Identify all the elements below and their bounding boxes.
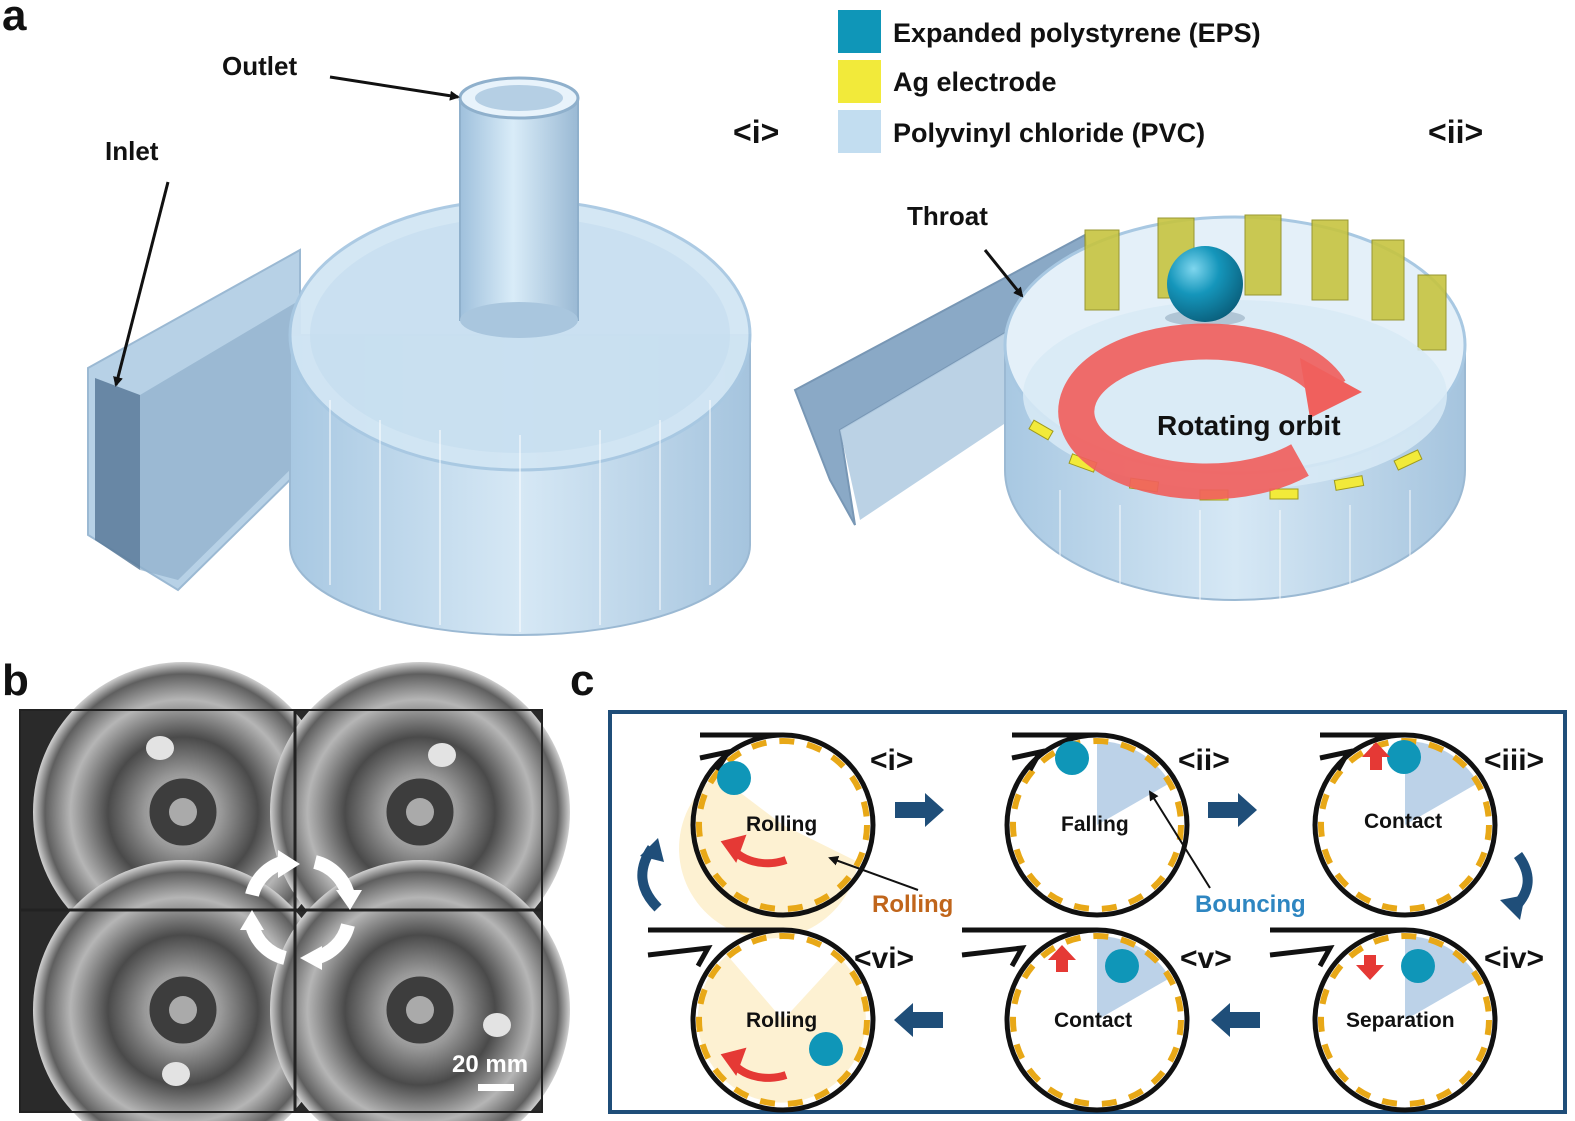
- legend: Expanded polystyrene (EPS) Ag electrode …: [838, 10, 1261, 153]
- step-i-state: Rolling: [746, 813, 817, 836]
- arrow-iv-to-v: [1211, 1003, 1260, 1037]
- arrow-v-to-vi: [894, 1003, 943, 1037]
- eps-particle-4: [483, 1013, 511, 1037]
- panel-label-c: c: [570, 656, 594, 705]
- inlet-opening: [95, 378, 140, 570]
- view-ii-label: <ii>: [1428, 114, 1483, 150]
- separation-arrow-iv: [1356, 955, 1384, 980]
- inlet-arrow: [113, 181, 170, 387]
- panel-label-a: a: [2, 0, 27, 40]
- eps-particle-3: [162, 1062, 190, 1086]
- step-v-state: Contact: [1054, 1009, 1132, 1032]
- cyclone-view-i: [87, 76, 752, 636]
- rotating-orbit-label: Rotating orbit: [1157, 410, 1341, 441]
- eps-ball-step-i: [717, 761, 751, 795]
- cyclone-view-ii: [793, 214, 1467, 601]
- throat-label: Throat: [907, 201, 988, 231]
- legend-item-pvc: Polyvinyl chloride (PVC): [838, 110, 1205, 153]
- eps-ball: [1167, 246, 1243, 322]
- bouncing-pointer: [1148, 790, 1211, 889]
- step-vi-diagram: [647, 927, 876, 1113]
- step-i-tag: <i>: [870, 744, 913, 777]
- step-iii-tag: <iii>: [1484, 744, 1544, 777]
- rotating-orbit-arrow: [1058, 323, 1346, 500]
- ag-electrode-swatch: [838, 60, 881, 103]
- outlet-label: Outlet: [222, 51, 297, 81]
- step-ii-state: Falling: [1061, 813, 1129, 836]
- scale-bar: [478, 1084, 514, 1091]
- outlet-tube: [459, 97, 579, 321]
- panel-label-b: b: [2, 656, 29, 705]
- outlet-arrow: [329, 75, 460, 101]
- eps-ball-step-iv: [1401, 949, 1435, 983]
- bouncing-zone-label: Bouncing: [1195, 891, 1306, 918]
- step-vi-tag: <vi>: [854, 942, 914, 975]
- rolling-pointer: [828, 856, 919, 891]
- legend-item-eps: Expanded polystyrene (EPS): [838, 10, 1261, 53]
- arrow-i-to-ii: [895, 793, 944, 827]
- inlet-label: Inlet: [105, 136, 159, 166]
- eps-ball-step-iii: [1387, 740, 1421, 774]
- step-iv-diagram: [1269, 927, 1498, 1113]
- step-iv-state: Separation: [1346, 1009, 1455, 1032]
- eps-particle-2: [428, 743, 456, 767]
- step-v-diagram: [961, 927, 1190, 1113]
- eps-particle-1: [146, 736, 174, 760]
- view-i-label: <i>: [733, 114, 779, 150]
- throat-arrow: [983, 249, 1024, 298]
- step-iii-diagram: [1312, 732, 1498, 918]
- step-vi-state: Rolling: [746, 1009, 817, 1032]
- step-ii-tag: <ii>: [1178, 744, 1230, 777]
- step-arrows: [894, 793, 1260, 1037]
- contact-arrow-iii: [1362, 742, 1390, 770]
- eps-ball-step-v: [1105, 949, 1139, 983]
- rolling-sector: [679, 775, 858, 939]
- legend-label-ag: Ag electrode: [893, 67, 1057, 97]
- legend-label-pvc: Polyvinyl chloride (PVC): [893, 118, 1205, 148]
- contact-arrow-v: [1048, 945, 1076, 972]
- step-iii-state: Contact: [1364, 810, 1442, 833]
- step-v-tag: <v>: [1180, 942, 1232, 975]
- step-iv-tag: <iv>: [1484, 942, 1544, 975]
- legend-item-ag-electrode: Ag electrode: [838, 60, 1057, 103]
- arrow-ii-to-iii: [1208, 793, 1257, 827]
- pvc-swatch: [838, 110, 881, 153]
- step-i-diagram: [679, 732, 876, 939]
- scale-bar-label: 20 mm: [452, 1051, 528, 1078]
- eps-swatch: [838, 10, 881, 53]
- photo-sequence: 20 mm: [19, 662, 570, 1121]
- rolling-zone-label: Rolling: [872, 891, 953, 918]
- legend-label-eps: Expanded polystyrene (EPS): [893, 18, 1261, 48]
- step-ii-diagram: [1004, 732, 1190, 918]
- eps-ball-step-vi: [809, 1032, 843, 1066]
- eps-ball-step-ii: [1055, 741, 1089, 775]
